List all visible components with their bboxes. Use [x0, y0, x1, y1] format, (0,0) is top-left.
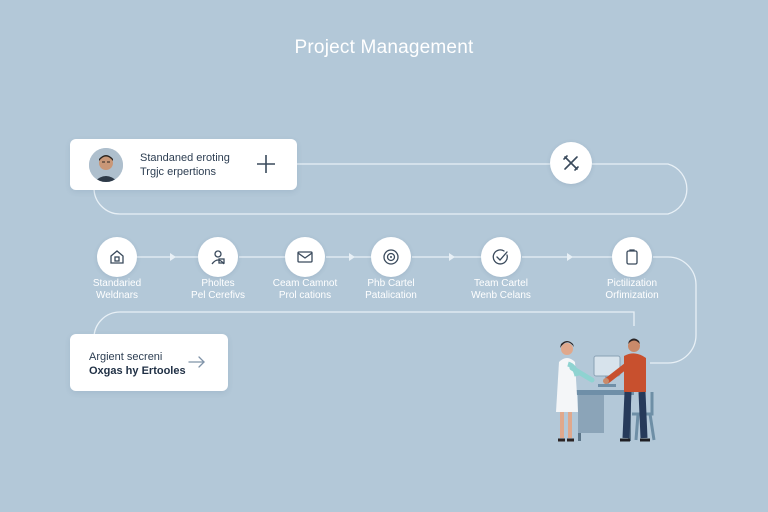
checkmark-icon: [492, 249, 508, 265]
envelope-icon: [297, 251, 313, 263]
arrow-right-icon[interactable]: [188, 354, 206, 370]
step-4-label: Phb Cartel Patalication: [365, 278, 417, 301]
step-6-label: Pictilization Orfimization: [605, 278, 659, 301]
house-document-icon: [110, 250, 124, 264]
top-card-line1: Standaned eroting: [140, 152, 230, 164]
bottom-card-line2: Oxgas hy Ertooles: [89, 365, 186, 377]
step-4[interactable]: [371, 237, 411, 277]
target-icon: [383, 249, 399, 265]
step-5-label: Team Cartel Wenb Celans: [471, 278, 531, 301]
step-2[interactable]: [198, 237, 238, 277]
step-1-label: Standaried Weldnars: [92, 278, 142, 301]
top-card-line2: Trgjc erpertions: [140, 166, 217, 178]
step-1[interactable]: [97, 237, 137, 277]
top-card-text: Standaned eroting Trgjc erpertions: [140, 151, 230, 179]
bottom-card-line1: Argient secreni: [89, 351, 163, 363]
page-title: Project Management: [294, 37, 474, 58]
bottom-card-text: Argient secreni Oxgas hy Ertooles: [89, 350, 186, 378]
bottom-card[interactable]: Argient secreni Oxgas hy Ertooles: [70, 334, 228, 391]
step-5[interactable]: [481, 237, 521, 277]
plus-icon[interactable]: [255, 153, 277, 175]
step-6[interactable]: [612, 237, 652, 277]
person-badge-icon: [211, 250, 225, 265]
clipboard-icon: [626, 249, 638, 265]
step-3-label: Ceam Camnot Prol cations: [272, 278, 338, 301]
tools-button[interactable]: [550, 142, 592, 184]
step-2-label: Pholtes Pel Cerefivs: [191, 278, 245, 301]
wrench-screwdriver-icon: [563, 155, 579, 171]
person-avatar: [89, 148, 123, 182]
top-card[interactable]: Standaned eroting Trgjc erpertions: [70, 139, 297, 190]
step-3[interactable]: [285, 237, 325, 277]
people-desk-illustration: [556, 338, 656, 442]
